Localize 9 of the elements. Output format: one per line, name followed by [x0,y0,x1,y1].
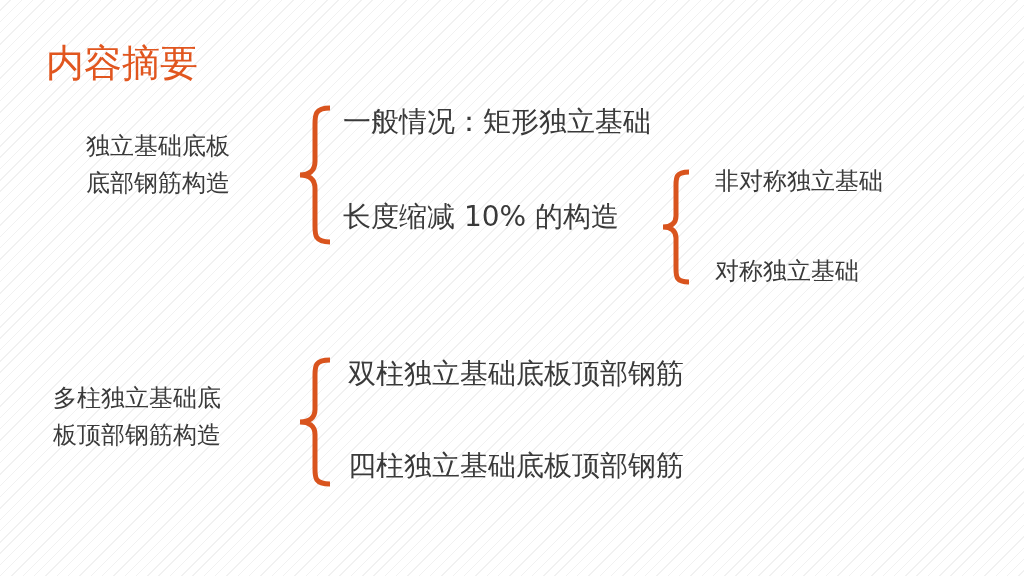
summary-item: 四柱独立基础底板顶部钢筋 [348,448,684,484]
summary-item: 独立基础底板底部钢筋构造 [86,131,230,200]
summary-item: 非对称独立基础 [715,166,883,197]
summary-item: 多柱独立基础底板顶部钢筋构造 [53,383,221,452]
summary-item: 对称独立基础 [715,256,859,287]
title: 内容摘要 [46,40,198,87]
summary-item: 一般情况：矩形独立基础 [343,104,651,140]
summary-item: 双柱独立基础底板顶部钢筋 [348,356,684,392]
summary-item: 长度缩减 10% 的构造 [343,199,620,235]
